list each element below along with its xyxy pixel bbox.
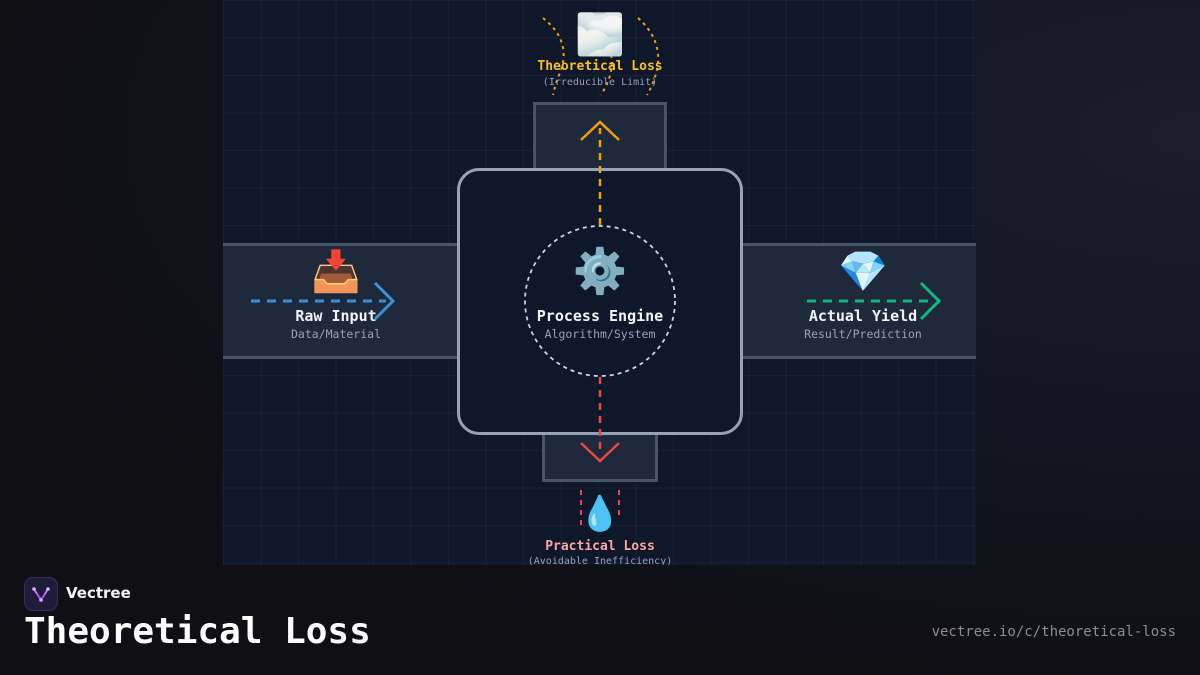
droplet-icon: 💧 (578, 494, 622, 534)
theoretical-loss-subtitle: (Irreducible Limit) (542, 77, 658, 88)
page-url[interactable]: vectree.io/c/theoretical-loss (931, 624, 1176, 640)
down-chevron-icon (580, 442, 620, 463)
engine-circle (524, 225, 676, 377)
actual-yield-subtitle: Result/Prediction (804, 327, 922, 341)
theoretical-loss-port (533, 102, 667, 172)
cloud-icon: 🌫️ (575, 12, 625, 58)
up-chevron-icon (580, 120, 620, 141)
practical-loss-subtitle: (Avoidable Inefficiency) (527, 556, 673, 565)
raw-input-title: Raw Input (295, 307, 377, 325)
output-chevron-icon (919, 281, 942, 321)
input-chevron-icon (373, 281, 396, 321)
process-engine-title: Process Engine (536, 307, 664, 325)
gear-icon: ⚙️ (572, 246, 628, 297)
brand-name: Vectree (66, 584, 131, 602)
vapor-arc-left (542, 17, 565, 96)
page-title: Theoretical Loss (24, 611, 371, 652)
actual-yield-title: Actual Yield (808, 307, 918, 325)
gem-icon: 💎 (838, 249, 888, 295)
theoretical-loss-title: Theoretical Loss (537, 59, 663, 74)
diagram-canvas: 🌫️ Theoretical Loss (Irreducible Limit) … (223, 0, 976, 565)
raw-input-subtitle: Data/Material (290, 327, 381, 341)
vapor-arc-center (600, 54, 613, 96)
practical-loss-port (542, 430, 658, 482)
vapor-arc-right (637, 17, 660, 96)
flow-overlay (251, 17, 942, 528)
vectree-logo-icon (24, 577, 58, 611)
inbox-tray-icon: 📥 (311, 249, 361, 295)
practical-loss-title: Practical Loss (545, 539, 655, 554)
process-engine-subtitle: Algorithm/System (544, 327, 656, 341)
